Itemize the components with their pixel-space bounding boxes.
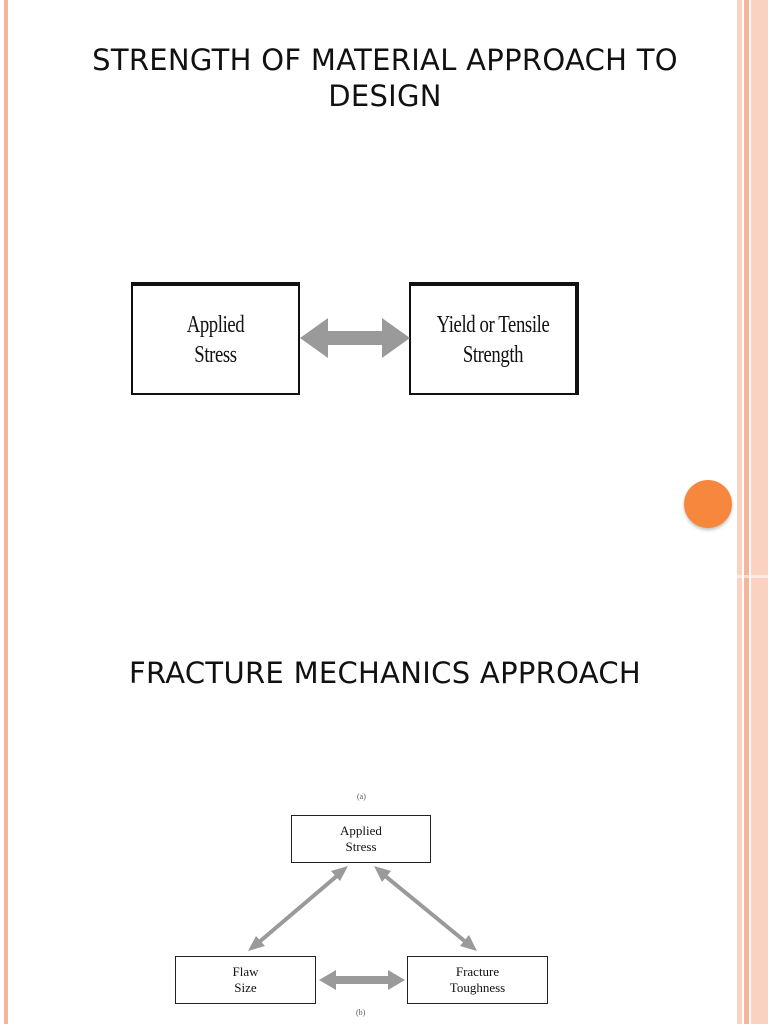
flaw-size-box: Flaw Size xyxy=(175,956,316,1004)
title-fracture-mechanics: FRACTURE MECHANICS APPROACH xyxy=(129,656,641,690)
applied-stress-box: Applied Stress xyxy=(131,282,300,395)
fracture-toughness-label: Fracture Toughness xyxy=(449,964,506,995)
caption-b: (b) xyxy=(356,1008,366,1017)
right-decor-band-3 xyxy=(751,0,768,1024)
double-arrow-stress-strength xyxy=(300,318,410,358)
band-seam xyxy=(737,575,768,578)
arrow-flaw-toughness xyxy=(319,970,405,990)
right-decor-band-1 xyxy=(737,0,742,1024)
right-decor-band-2 xyxy=(744,0,749,1024)
left-accent-rule xyxy=(4,0,8,1024)
orange-dot-decoration xyxy=(684,480,732,528)
applied-stress-box-b: Applied Stress xyxy=(291,815,431,863)
yield-tensile-strength-box: Yield or Tensile Strength xyxy=(409,282,579,395)
fracture-toughness-box: Fracture Toughness xyxy=(407,956,548,1004)
flaw-size-label: Flaw Size xyxy=(232,964,259,995)
yield-tensile-strength-label: Yield or Tensile Strength xyxy=(436,311,550,368)
arrow-stress-toughness xyxy=(374,866,477,951)
applied-stress-label-b: Applied Stress xyxy=(340,823,382,854)
applied-stress-label: Applied Stress xyxy=(186,311,245,368)
arrow-stress-flaw xyxy=(248,866,348,951)
caption-a: (a) xyxy=(357,792,366,801)
title-strength-of-material: STRENGTH OF MATERIAL APPROACH TO DESIGN xyxy=(92,43,678,113)
